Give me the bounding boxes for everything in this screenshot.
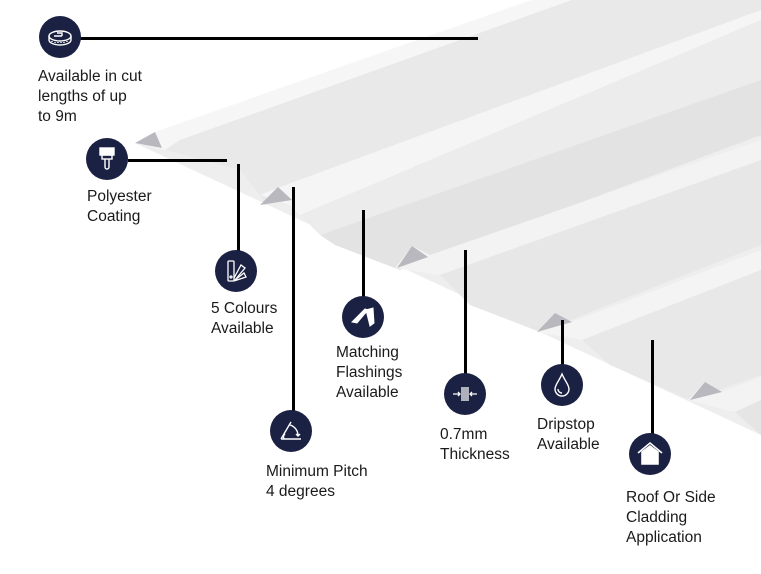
tape-measure-icon: [39, 16, 81, 58]
feature-label-pitch: Minimum Pitch 4 degrees: [266, 463, 368, 500]
feature-label-length: Available in cut lengths of up to 9m: [38, 68, 142, 125]
leader-line-thickness: [464, 250, 467, 375]
water-drop-icon: [541, 364, 583, 406]
leader-line-coating: [128, 159, 227, 162]
feature-label-cladding: Roof Or Side Cladding Application: [626, 489, 716, 546]
leader-line-dripstop: [561, 320, 564, 365]
thickness-icon: [444, 373, 486, 415]
flashing-icon: [342, 296, 384, 338]
leader-line-cladding: [651, 340, 654, 435]
feature-label-flashings: Matching Flashings Available: [336, 344, 403, 401]
feature-label-thickness: 0.7mm Thickness: [440, 426, 510, 463]
leader-line-flashings: [362, 210, 365, 298]
feature-label-colours: 5 Colours Available: [211, 300, 278, 337]
sheet-ribs: [135, 0, 761, 435]
leader-line-length: [80, 37, 478, 40]
paint-brush-icon: [86, 138, 128, 180]
feature-label-dripstop: Dripstop Available: [537, 416, 600, 453]
house-icon: [629, 433, 671, 475]
leader-line-colours: [237, 164, 240, 252]
colour-swatch-icon: [215, 250, 257, 292]
leader-line-pitch: [292, 187, 295, 411]
angle-icon: [270, 410, 312, 452]
feature-label-coating: Polyester Coating: [87, 188, 152, 225]
rib-shadows: [135, 132, 722, 400]
